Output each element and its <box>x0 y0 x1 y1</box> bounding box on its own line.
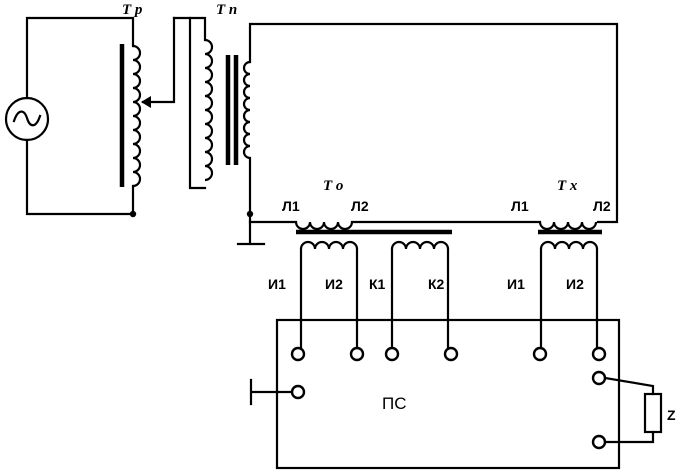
intermediate-transformer: Т п <box>188 2 251 182</box>
regulator-transformer: Т р <box>119 2 207 218</box>
ref-l2-label: Л2 <box>351 198 369 214</box>
terminal-i1-test <box>532 346 548 362</box>
tested-label: Т х <box>557 178 578 194</box>
ref-l1-label: Л1 <box>282 198 300 214</box>
ground-icon <box>236 220 266 246</box>
device-label: ПС <box>382 394 407 413</box>
test-l1-label: Л1 <box>511 198 529 214</box>
tested-current-transformer: Т х Л1 Л2 И1 И2 <box>507 178 611 350</box>
intermediate-label: Т п <box>216 2 237 18</box>
ref-i1-label: И1 <box>268 276 286 292</box>
test-l2-label: Л2 <box>593 198 611 214</box>
regulator-label: Т р <box>122 2 143 18</box>
ref-k2-label: К2 <box>428 276 445 292</box>
ground-icon <box>249 378 294 406</box>
ref-k1-label: К1 <box>369 276 386 292</box>
load-label: Z <box>667 407 676 423</box>
comparison-device: ПС <box>275 318 621 470</box>
terminal-i1-ref <box>290 346 306 362</box>
reference-label: Т о <box>323 178 343 194</box>
test-i1-label: И1 <box>507 276 525 292</box>
reference-current-transformer: Т о Л1 Л2 И1 И2 К1 К2 <box>268 178 452 350</box>
ref-i2-label: И2 <box>325 276 343 292</box>
terminal-i2-test <box>591 346 607 362</box>
terminal-i2-ref <box>349 346 365 362</box>
terminal-load-bottom <box>591 434 607 450</box>
test-i2-label: И2 <box>566 276 584 292</box>
terminal-load-top <box>591 370 607 386</box>
terminal-k2 <box>443 346 459 362</box>
ac-source-icon <box>4 96 50 142</box>
terminal-ground <box>290 384 306 400</box>
load-impedance: Z <box>603 376 676 444</box>
terminal-k1 <box>384 346 400 362</box>
source-wire <box>25 16 135 216</box>
